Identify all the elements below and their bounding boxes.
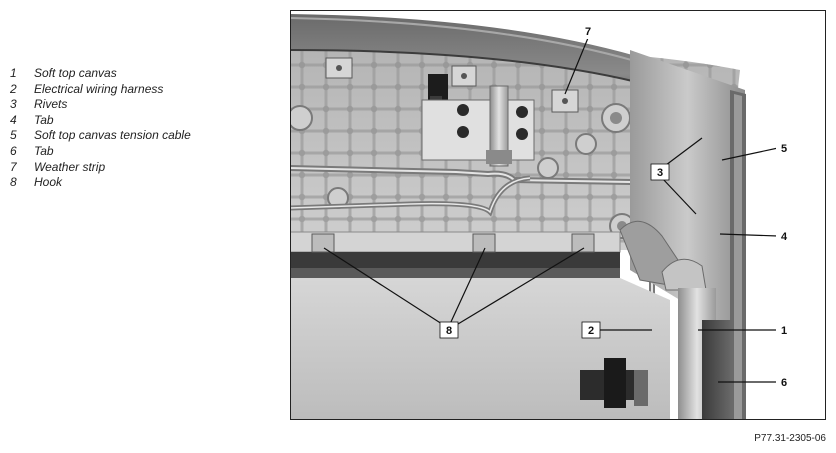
- figure-reference-code: P77.31-2305-06: [754, 433, 826, 444]
- legend-number: 5: [10, 128, 17, 143]
- leader-line-5: [721, 147, 779, 161]
- leader-line-4: [719, 233, 779, 237]
- callout-label: 5: [781, 143, 787, 155]
- legend-item: 5 Soft top canvas tension cable: [10, 128, 191, 144]
- parts-legend: 1 Soft top canvas 2 Electrical wiring harn…: [10, 66, 191, 191]
- leader-line-8a: [323, 247, 443, 325]
- legend-number: 8: [10, 175, 17, 190]
- callout-5: 5: [776, 140, 792, 156]
- callout-6: 6: [776, 374, 792, 390]
- callout-8: 8: [439, 321, 459, 339]
- legend-number: 2: [10, 81, 17, 96]
- legend-number: 3: [10, 97, 17, 112]
- callout-7: 7: [579, 23, 597, 39]
- callout-label: 4: [781, 231, 788, 243]
- legend-label: Soft top canvas: [34, 66, 117, 80]
- legend-item: 2 Electrical wiring harness: [10, 82, 191, 98]
- legend-label: Tab: [34, 143, 54, 158]
- callout-1: 1: [776, 322, 792, 338]
- callout-label: 6: [781, 377, 787, 389]
- callout-label: 3: [657, 167, 663, 179]
- leader-line-7: [564, 37, 589, 95]
- callout-label: 2: [588, 325, 594, 337]
- legend-item: 8 Hook: [10, 175, 191, 191]
- legend-number: 1: [10, 66, 17, 80]
- legend-label: Rivets: [34, 97, 68, 112]
- callout-3: 3: [650, 163, 670, 181]
- leader-line-3b: [661, 177, 697, 215]
- legend-label: Electrical wiring harness: [34, 81, 164, 96]
- legend-item: 1 Soft top canvas: [10, 66, 191, 82]
- callout-2: 2: [581, 321, 601, 339]
- leader-line-3a: [661, 137, 703, 169]
- legend-number: 7: [10, 159, 17, 174]
- legend-item: 4 Tab: [10, 113, 191, 129]
- legend-label: Hook: [34, 175, 63, 190]
- legend-number: 4: [10, 112, 17, 127]
- soft-top-illustration: 7 3 5 4 8 2 1 6: [290, 10, 826, 420]
- callout-label: 7: [585, 26, 591, 38]
- legend-label: Soft top canvas tension cable: [34, 128, 191, 143]
- callout-label: 8: [446, 325, 452, 337]
- legend-label: Tab: [34, 112, 54, 127]
- legend-item: 7 Weather strip: [10, 160, 191, 176]
- leader-line-8b: [449, 247, 486, 325]
- leader-line-8c: [457, 247, 585, 325]
- legend-item: 3 Rivets: [10, 97, 191, 113]
- callout-label: 1: [781, 325, 787, 337]
- legend-item: 6 Tab: [10, 144, 191, 160]
- legend-number: 6: [10, 143, 17, 158]
- callout-4: 4: [776, 228, 792, 244]
- legend-label: Weather strip: [34, 159, 106, 174]
